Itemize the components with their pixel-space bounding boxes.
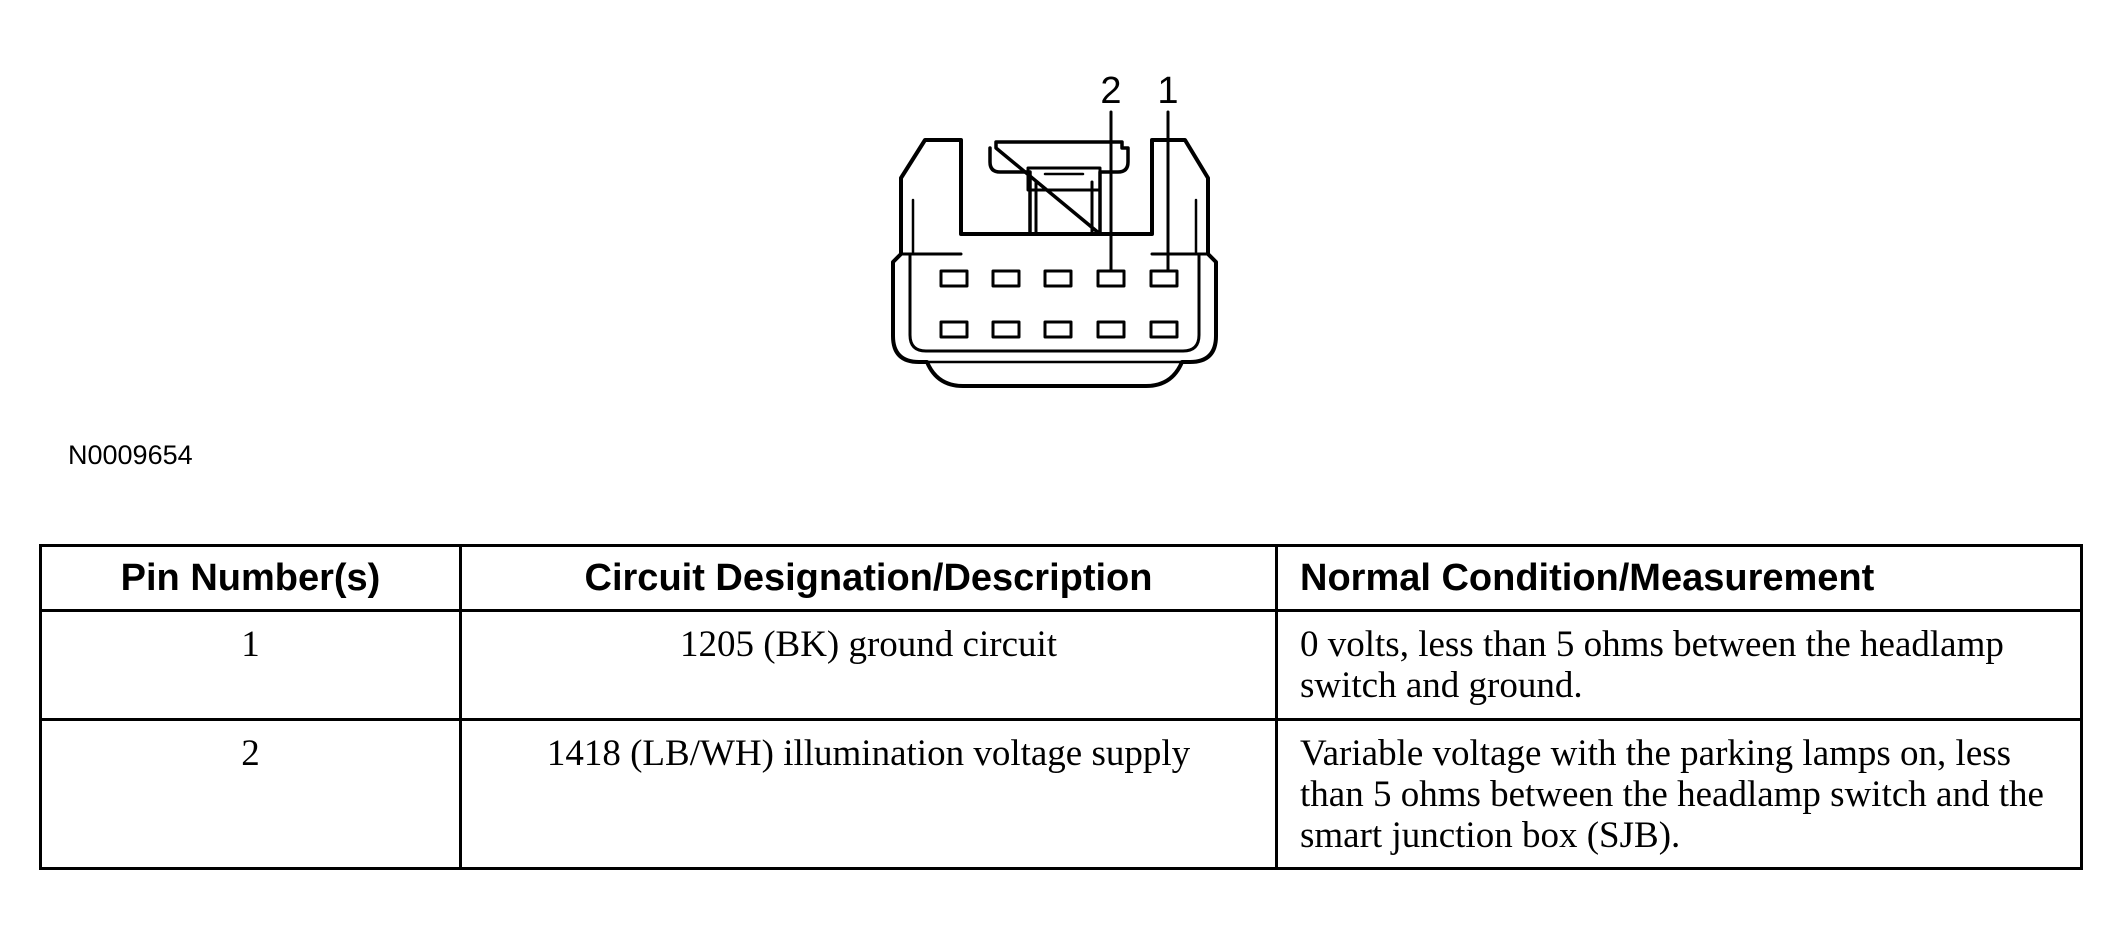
pin-callout-1: 1 [1157, 70, 1179, 112]
pin-cavity-row1-col2 [991, 269, 1021, 288]
cell-circuit-description: 1418 (LB/WH) illumination voltage supply [459, 718, 1278, 870]
connector-face-drawing [891, 110, 1218, 388]
table-row: 2 1418 (LB/WH) illumination voltage supp… [39, 718, 2083, 870]
pin-cavity-row2-col3 [1043, 320, 1073, 339]
header-pin-number: Pin Number(s) [39, 544, 462, 612]
cell-pin-number: 2 [39, 718, 462, 870]
cell-pin-number: 1 [39, 609, 462, 721]
pin-callout-2: 2 [1100, 70, 1122, 112]
pin-cavity-grid [939, 269, 1179, 339]
cell-circuit-description: 1205 (BK) ground circuit [459, 609, 1278, 721]
pin-cavity-row2-col5 [1149, 320, 1179, 339]
pin-cavity-row1-col1 [939, 269, 969, 288]
pin-cavity-row2-col1 [939, 320, 969, 339]
header-normal-condition: Normal Condition/Measurement [1275, 544, 2083, 612]
cell-normal-condition: 0 volts, less than 5 ohms between the he… [1275, 609, 2083, 721]
table-row: 1 1205 (BK) ground circuit 0 volts, less… [39, 609, 2083, 721]
cell-normal-condition: Variable voltage with the parking lamps … [1275, 718, 2083, 870]
pinout-table: Pin Number(s) Circuit Designation/Descri… [39, 544, 2083, 870]
pin-cavity-1 [1149, 269, 1179, 288]
table-header-row: Pin Number(s) Circuit Designation/Descri… [39, 544, 2083, 612]
pin-cavity-row1-col3 [1043, 269, 1073, 288]
connector-housing [891, 138, 1218, 388]
pin-cavity-2 [1096, 269, 1126, 288]
pin-cavity-row2-col4 [1096, 320, 1126, 339]
locking-latch [988, 140, 1130, 236]
pin-cavity-row2-col2 [991, 320, 1021, 339]
header-circuit-description: Circuit Designation/Description [459, 544, 1278, 612]
callout-leader-lines [1109, 110, 1170, 273]
figure-id-label: N0009654 [68, 440, 193, 470]
